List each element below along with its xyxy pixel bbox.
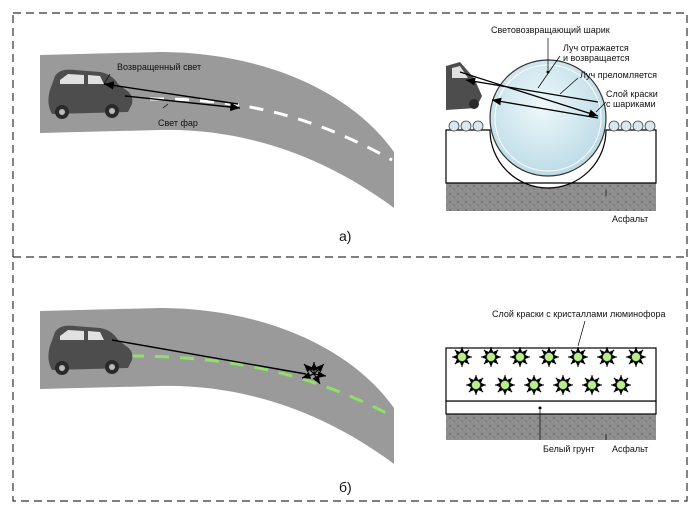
label-asphalt-a: Асфальт <box>612 214 648 224</box>
car-icon <box>48 69 133 119</box>
phosphor-crystal <box>466 375 486 395</box>
phosphor-crystal <box>597 347 617 367</box>
panel-a: Возвращенный свет Свет фар <box>40 25 658 244</box>
panel-a-label: а) <box>339 228 351 244</box>
label-phosphor-paint: Слой краски с кристаллами люминофора <box>492 309 666 319</box>
phosphor-crystal <box>611 375 631 395</box>
road-b <box>40 308 394 464</box>
road-a <box>40 52 394 208</box>
phosphor-crystal <box>452 347 472 367</box>
paint-layer-a <box>445 129 657 189</box>
panel-b-label: б) <box>339 479 352 495</box>
phosphor-crystal <box>510 347 530 367</box>
road-marking-white <box>149 97 393 162</box>
white-primer-layer <box>445 400 657 415</box>
panel-b: Слой краски с кристаллами люминофора Бел… <box>40 308 666 495</box>
label-paint-layer: Слой краски <box>606 89 658 99</box>
label-bead: Световозвращающий шарик <box>491 25 610 35</box>
phosphor-crystal <box>626 347 646 367</box>
label-headlight: Свет фар <box>158 118 198 128</box>
label-white-primer: Белый грунт <box>543 444 595 454</box>
phosphor-crystal <box>481 347 501 367</box>
label-returned-light: Возвращенный свет <box>117 62 201 72</box>
label-returned: и возвращается <box>563 53 630 63</box>
label-reflected: Луч отражается <box>563 43 629 53</box>
label-refracted: Луч преломляется <box>580 70 657 80</box>
phosphor-cross-section <box>445 320 657 440</box>
car-icon-b <box>48 325 133 375</box>
bead-cross-section <box>445 38 657 211</box>
returned-ray <box>103 81 239 105</box>
phosphor-crystal <box>582 375 602 395</box>
phosphor-crystal <box>568 347 588 367</box>
phosphor-crystal <box>539 347 559 367</box>
car-icon-small <box>446 62 482 110</box>
label-asphalt-b: Асфальт <box>612 444 648 454</box>
asphalt-layer-b <box>446 414 656 440</box>
phosphor-crystals <box>452 347 646 395</box>
emission-burst-icon <box>301 362 327 385</box>
light-ray-b <box>111 339 307 375</box>
label-with-beads: с шариками <box>606 99 656 109</box>
headlight-ray <box>124 95 241 112</box>
phosphor-crystal <box>553 375 573 395</box>
phosphor-crystal <box>524 375 544 395</box>
small-beads <box>448 120 656 132</box>
phosphor-crystal <box>495 375 515 395</box>
